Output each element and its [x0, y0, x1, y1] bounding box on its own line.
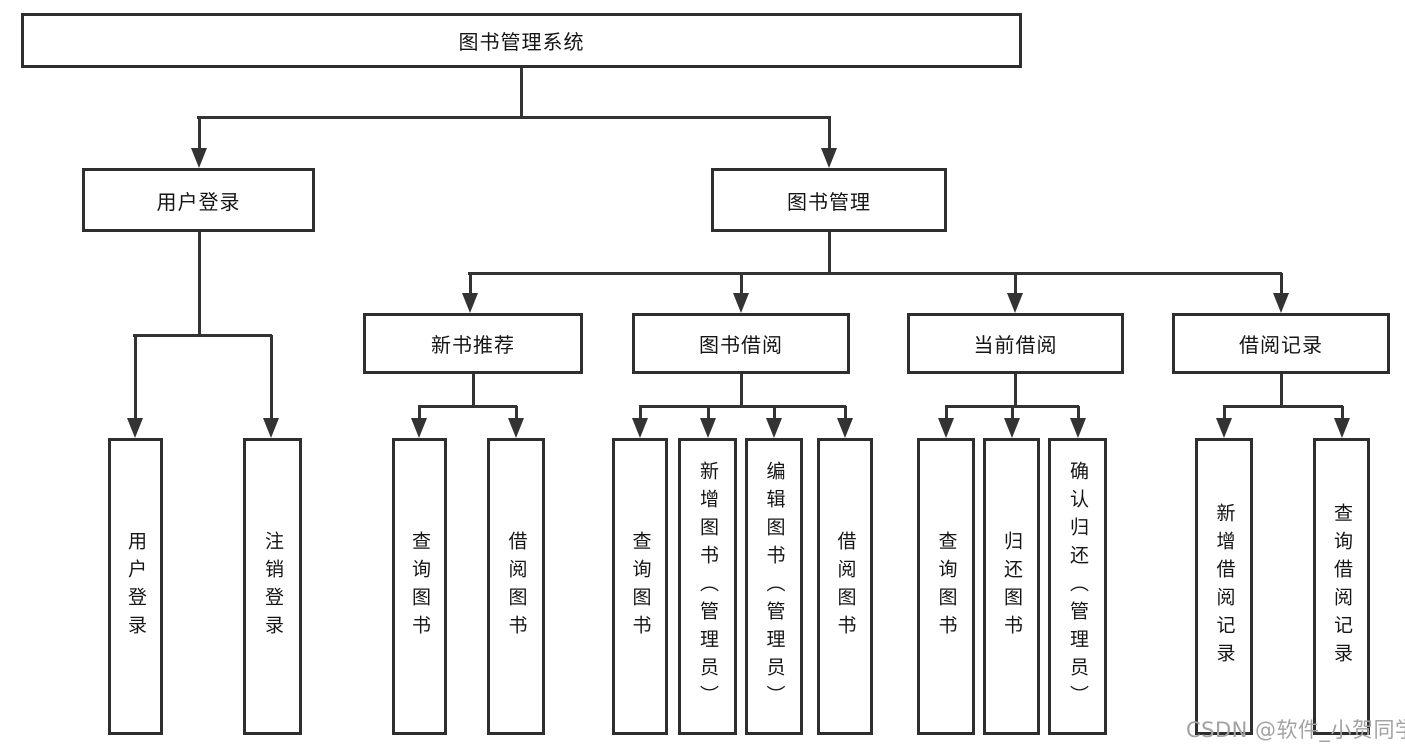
leaf-add-books-admin: 新增图书（管理员） [678, 438, 737, 735]
arrow-down-icon [733, 293, 749, 313]
connector-line [740, 374, 743, 406]
arrow-down-icon [1004, 418, 1020, 438]
connector-line [198, 117, 201, 148]
connector-line [844, 406, 847, 418]
arrow-down-icon [411, 418, 427, 438]
arrow-down-icon [1070, 418, 1086, 438]
connector-line [515, 406, 518, 418]
arrow-down-icon [462, 293, 478, 313]
connector-line [270, 335, 273, 418]
arrow-down-icon [1007, 293, 1023, 313]
connector-line [134, 335, 137, 418]
leaf-borrow-books: 借阅图书 [817, 438, 873, 735]
arrow-down-icon [938, 418, 954, 438]
node-new-book-recommend: 新书推荐 [363, 313, 583, 374]
connector-line [707, 406, 710, 418]
node-book-management: 图书管理 [711, 168, 947, 232]
leaf-logout: 注销登录 [243, 438, 302, 735]
connector-line [1077, 406, 1080, 418]
connector-line [469, 273, 472, 293]
leaf-query-borrow-record: 查询借阅记录 [1313, 438, 1370, 735]
node-user-login: 用户登录 [82, 168, 315, 232]
leaf-query-books-borrow: 查询图书 [612, 438, 668, 735]
connector-line [198, 232, 201, 335]
connector-line [639, 405, 846, 408]
leaf-borrow-books-recommend: 借阅图书 [487, 438, 545, 735]
connector-line [1014, 374, 1017, 406]
connector-line [468, 272, 1282, 275]
connector-line [945, 406, 948, 418]
connector-line [472, 374, 475, 406]
leaf-add-borrow-record: 新增借阅记录 [1195, 438, 1253, 735]
connector-line [1223, 405, 1343, 408]
leaf-query-books-current: 查询图书 [917, 438, 975, 735]
watermark: CSDN @软件_小贺同学 [1186, 718, 1405, 742]
connector-line [418, 406, 421, 418]
connector-line [828, 232, 831, 273]
arrow-down-icon [1273, 293, 1289, 313]
node-current-borrow: 当前借阅 [907, 313, 1124, 374]
arrow-down-icon [1334, 418, 1350, 438]
arrow-down-icon [632, 418, 648, 438]
leaf-query-books-recommend: 查询图书 [392, 438, 447, 735]
arrow-down-icon [1216, 418, 1232, 438]
arrow-down-icon [191, 148, 207, 168]
connector-line [197, 116, 831, 119]
connector-line [1011, 406, 1014, 418]
leaf-edit-books-admin: 编辑图书（管理员） [745, 438, 803, 735]
leaf-confirm-return-admin: 确认归还（管理员） [1048, 438, 1107, 735]
arrow-down-icon [766, 418, 782, 438]
connector-line [133, 334, 272, 337]
leaf-user-login: 用户登录 [108, 438, 163, 735]
arrow-down-icon [508, 418, 524, 438]
node-borrow-records: 借阅记录 [1172, 313, 1390, 374]
connector-line [1341, 406, 1344, 418]
connector-line [828, 117, 831, 148]
connector-line [418, 405, 517, 408]
node-book-borrow: 图书借阅 [632, 313, 850, 374]
connector-line [1280, 374, 1283, 406]
connector-line [1280, 273, 1283, 293]
arrow-down-icon [263, 418, 279, 438]
arrow-down-icon [127, 418, 143, 438]
leaf-return-books: 归还图书 [983, 438, 1040, 735]
connector-line [1014, 273, 1017, 293]
connector-line [740, 273, 743, 293]
node-root: 图书管理系统 [21, 13, 1022, 68]
connector-line [773, 406, 776, 418]
arrow-down-icon [700, 418, 716, 438]
arrow-down-icon [821, 148, 837, 168]
connector-line [1223, 406, 1226, 418]
arrow-down-icon [837, 418, 853, 438]
connector-line [520, 68, 523, 117]
connector-line [639, 406, 642, 418]
